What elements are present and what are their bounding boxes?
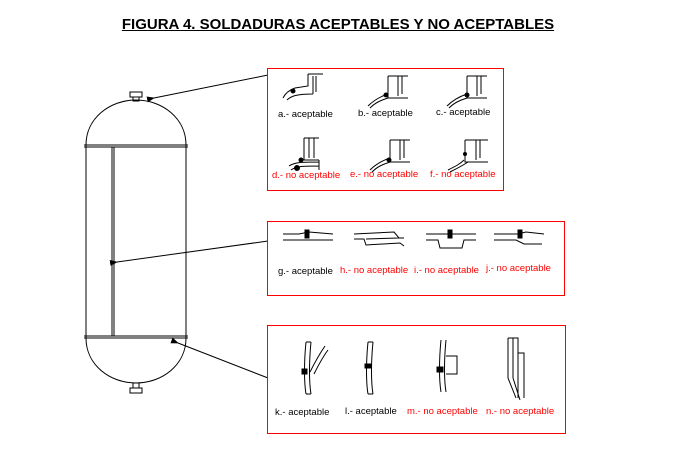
bottom-nozzle <box>129 387 143 394</box>
sketch-j <box>494 229 545 245</box>
sketch-i <box>426 229 476 249</box>
arrow-nozzle <box>146 74 269 103</box>
arrow-longitudinal <box>109 240 269 266</box>
sketch-h <box>353 231 405 247</box>
bottom-head <box>85 337 187 384</box>
shell <box>85 144 187 339</box>
top-head <box>85 99 187 146</box>
pressure-vessel <box>84 91 188 394</box>
longitudinal-weld-sketches <box>283 229 545 249</box>
top-nozzle <box>129 91 143 98</box>
sketch-g <box>283 229 334 241</box>
label-d: d.- no aceptable <box>272 170 341 181</box>
sketch-l <box>364 341 374 395</box>
label-f: f.- no aceptable <box>430 169 496 180</box>
sketch-d <box>288 137 320 171</box>
label-e: e.- no aceptable <box>350 169 419 180</box>
label-l: l.- aceptable <box>345 406 397 417</box>
label-j: j.- no aceptable <box>486 263 551 274</box>
sketch-a <box>282 73 323 101</box>
longitudinal-welds-panel <box>267 221 565 296</box>
arrow-circumferential <box>170 337 269 379</box>
label-m: m.- no aceptable <box>407 406 478 417</box>
nozzle-weld-sketches <box>282 73 488 173</box>
sketch-n <box>507 337 525 401</box>
label-b: b.- aceptable <box>358 108 413 119</box>
callout-arrows <box>109 74 269 379</box>
sketch-e <box>369 139 410 173</box>
circumferential-welds-panel <box>267 325 566 434</box>
circumferential-weld-sketches <box>301 337 525 401</box>
nozzle-welds-panel <box>267 68 504 191</box>
figure-title-text: FIGURA 4. SOLDADURAS ACEPTABLES Y NO ACE… <box>121 16 555 33</box>
label-c: c.- aceptable <box>436 107 491 118</box>
sketch-f <box>447 139 488 173</box>
label-n: n.- no aceptable <box>486 406 555 417</box>
label-g: g.- aceptable <box>278 266 333 277</box>
label-k: k.- aceptable <box>275 407 330 418</box>
figure-title: FIGURA 4. SOLDADURAS ACEPTABLES Y NO ACE… <box>0 16 676 33</box>
label-h: h.- no aceptable <box>340 265 409 276</box>
sketch-k <box>301 341 329 395</box>
label-i: i.- no aceptable <box>414 265 479 276</box>
sketch-c <box>446 75 487 109</box>
label-a: a.- aceptable <box>278 109 333 120</box>
sketch-m <box>436 339 458 393</box>
sketch-b <box>367 75 408 109</box>
